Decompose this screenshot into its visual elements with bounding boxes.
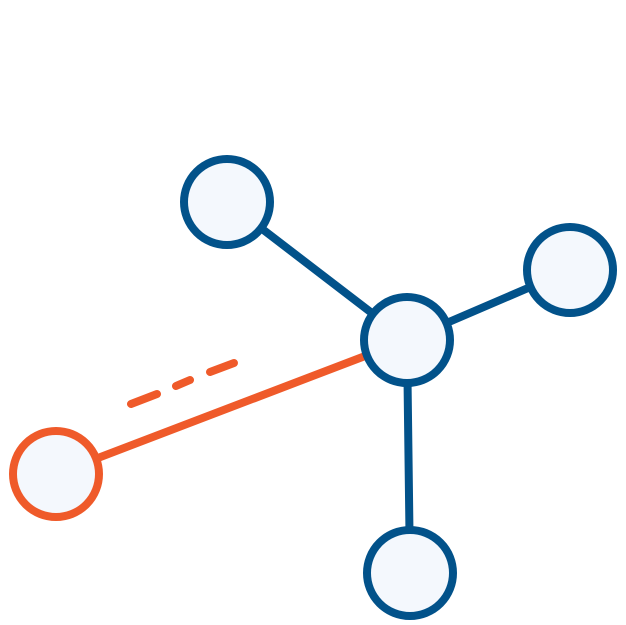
motion-dash-2 [172,376,194,390]
node-right [523,223,617,317]
node-bottom [363,526,457,620]
node-top-left [180,155,274,249]
node-hub [360,293,454,387]
motion-dash-1 [127,390,161,408]
node-left [9,427,103,521]
motion-dash-3 [206,359,238,376]
edge-hub-to-left [52,336,411,478]
